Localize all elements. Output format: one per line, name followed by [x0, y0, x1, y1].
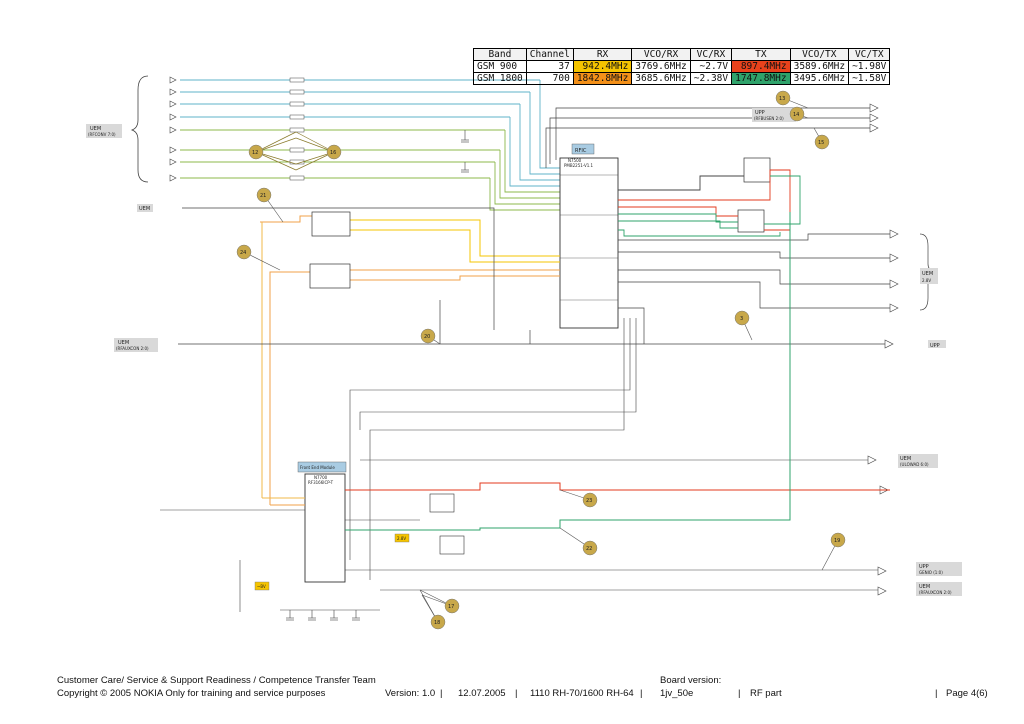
upp-top-sub: (RFBUSEN 2:0)	[754, 116, 784, 121]
uem-top-sub: (RFCONV 7:0)	[88, 132, 116, 137]
supply-vb: ~BV	[257, 584, 266, 589]
test-points: 12 13 14 15 16 17 18 19 20 21 22 23 24 3	[236, 90, 846, 630]
table-row: GSM 900 37 942.4MHz 3769.6MHz ~2.7V 897.…	[473, 60, 891, 73]
footer-board-value: 1jv_50e	[660, 688, 694, 699]
cell-vc-rx: ~2.38V	[689, 72, 733, 85]
header-vco-tx: VCO/TX	[789, 48, 850, 61]
cell-vc-rx: ~2.7V	[689, 60, 733, 73]
uem-top-label: UEM	[90, 126, 101, 132]
table-header-row: Band Channel RX VCO/RX VC/RX TX VCO/TX V…	[473, 48, 891, 61]
tp-23: 23	[586, 498, 592, 504]
front-end-module	[304, 473, 346, 583]
uem-right-label: UEM	[922, 271, 933, 277]
cell-vc-tx: ~1.58V	[848, 72, 891, 85]
uem-txc-label: UEM	[900, 456, 911, 462]
cell-tx: 897.4MHz	[731, 60, 791, 73]
tp-3: 3	[740, 316, 743, 322]
fem-type: RF3166ICP-T	[308, 480, 334, 485]
table-row: GSM 1800 700 1842.8MHz 3685.6MHz ~2.38V …	[473, 72, 891, 85]
uem-bottom-sub: (RFAUXCON 2:0)	[919, 590, 952, 595]
cell-band: GSM 900	[473, 60, 527, 73]
footer-sep-2: |	[515, 688, 518, 699]
rfic-part: N7500	[568, 158, 582, 163]
footer-sep-3: |	[640, 688, 643, 699]
fem-part: N7700	[314, 475, 328, 480]
tp-13: 13	[779, 96, 785, 102]
tp-24: 24	[240, 250, 246, 256]
upp-top-label: UPP	[755, 110, 765, 116]
footer-version: Version: 1.0	[385, 688, 436, 699]
upp-mid-label: UPP	[930, 343, 940, 349]
tp-14: 14	[793, 112, 799, 118]
header-vc-tx: VC/TX	[848, 48, 891, 61]
tp-15: 15	[818, 140, 824, 146]
cell-vco-tx: 3589.6MHz	[789, 60, 850, 73]
cell-vco-rx: 3685.6MHz	[631, 72, 691, 85]
cell-channel: 700	[525, 72, 574, 85]
footer-page: Page 4(6)	[946, 688, 988, 699]
frequency-table: Band Channel RX VCO/RX VC/RX TX VCO/TX V…	[473, 48, 891, 85]
cell-band: GSM 1800	[473, 72, 527, 85]
tp-20: 20	[424, 334, 430, 340]
upp-genio-sub: GENIO (1:0)	[919, 570, 943, 575]
tp-21: 21	[260, 193, 266, 199]
uem-afc-label: UEM	[118, 340, 129, 346]
tp-19: 19	[834, 538, 840, 544]
footer-section: RF part	[750, 688, 782, 699]
cell-rx: 1842.8MHz	[572, 72, 633, 85]
supply-2v8: 2.8V	[397, 536, 406, 541]
cell-vco-tx: 3495.6MHz	[789, 72, 850, 85]
rfic-chip	[559, 157, 619, 329]
footer-copyright: Copyright © 2005 NOKIA Only for training…	[57, 688, 326, 699]
header-vc-rx: VC/RX	[689, 48, 733, 61]
header-vco-rx: VCO/RX	[631, 48, 691, 61]
header-channel: Channel	[525, 48, 574, 61]
tp-16: 16	[330, 150, 336, 156]
fem-tag: Front End Module	[300, 465, 335, 470]
tp-18: 18	[434, 620, 440, 626]
header-tx: TX	[731, 48, 791, 61]
footer-date: 12.07.2005	[458, 688, 506, 699]
tp-22: 22	[586, 546, 592, 552]
tp-12: 12	[252, 150, 258, 156]
tp-17: 17	[448, 604, 454, 610]
rfic-tag: RFIC	[575, 148, 587, 154]
cell-rx: 942.4MHz	[572, 60, 633, 73]
uem-right-sub: 2.8V	[922, 278, 931, 283]
header-rx: RX	[572, 48, 633, 61]
header-band: Band	[473, 48, 527, 61]
cell-vco-rx: 3769.6MHz	[631, 60, 691, 73]
uem-afc-sub: (RFAUXCON 2:0)	[116, 346, 149, 351]
upp-genio-label: UPP	[919, 564, 929, 570]
cell-tx: 1747.8MHz	[731, 72, 791, 85]
footer-sep-5: |	[935, 688, 938, 699]
footer-models: 1110 RH-70/1600 RH-64	[530, 688, 634, 699]
uem-vrf-label: UEM	[139, 206, 150, 212]
footer-team-line: Customer Care/ Service & Support Readine…	[57, 675, 376, 686]
cell-vc-tx: ~1.98V	[848, 60, 891, 73]
footer-sep-1: |	[440, 688, 443, 699]
footer-sep-4: |	[738, 688, 741, 699]
cell-channel: 37	[525, 60, 574, 73]
rfic-type: PMB2251-V1.1	[564, 163, 594, 168]
uem-txc-sub: (ULOWAD 6:0)	[900, 462, 929, 467]
footer-board-label: Board version:	[660, 675, 722, 686]
uem-bottom-label: UEM	[919, 584, 930, 590]
